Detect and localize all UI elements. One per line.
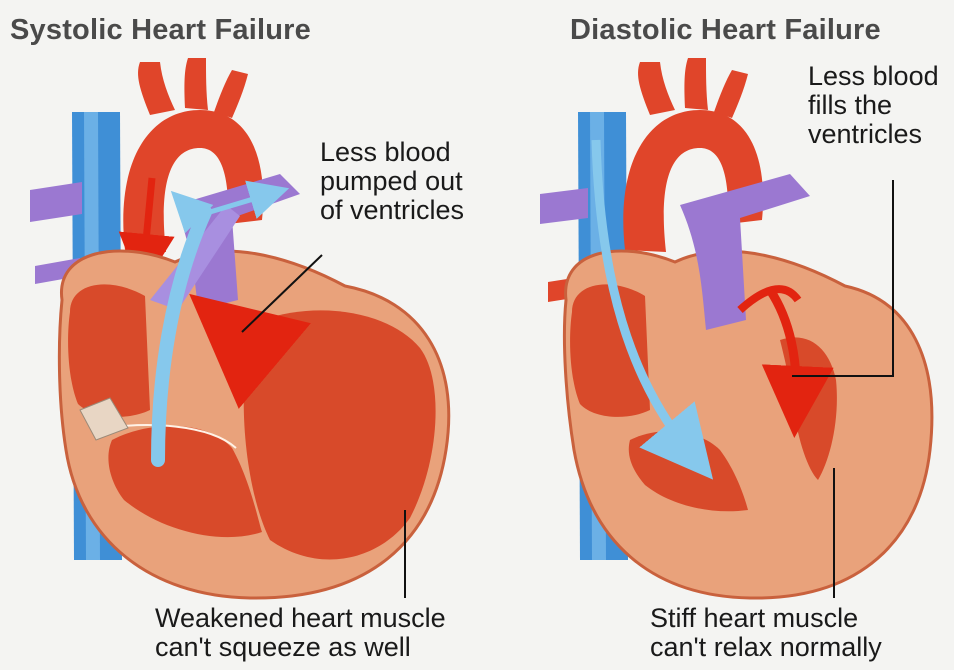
diastolic-top-annotation: Less blood fills the ventricles [808,62,939,149]
diastolic-bottom-line-1: Stiff heart muscle [650,604,882,633]
systolic-bottom-annotation: Weakened heart muscle can't squeeze as w… [155,604,446,662]
systolic-left-ventricle [244,310,436,559]
systolic-top-line-1: Less blood [320,138,464,167]
systolic-top-line-3: of ventricles [320,196,464,225]
systolic-bottom-line-2: can't squeeze as well [155,633,446,662]
diastolic-top-line-1: Less blood [808,62,939,91]
systolic-right-atrium [68,284,150,417]
systolic-bottom-line-1: Weakened heart muscle [155,604,446,633]
systolic-top-annotation: Less blood pumped out of ventricles [320,138,464,225]
diastolic-top-line-2: fills the [808,91,939,120]
systolic-top-line-2: pumped out [320,167,464,196]
diastolic-bottom-annotation: Stiff heart muscle can't relax normally [650,604,882,662]
diastolic-pulmonary-vein [540,188,588,224]
diastolic-bottom-line-2: can't relax normally [650,633,882,662]
diastolic-top-line-3: ventricles [808,120,939,149]
